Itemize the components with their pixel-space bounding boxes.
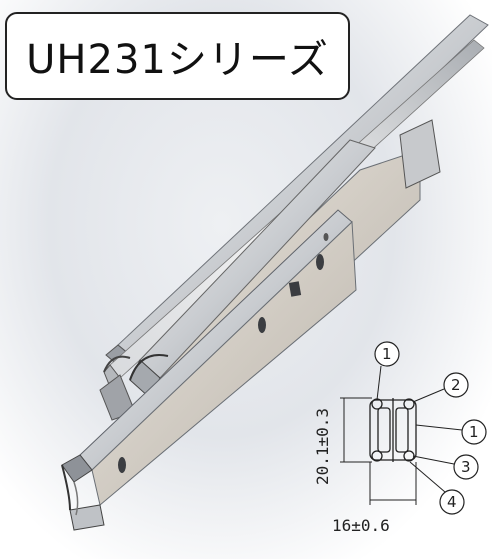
svg-text:3: 3 [461,458,471,476]
callout-4: 4 [409,461,465,515]
callout-2: 2 [412,372,469,403]
callout-1-right: 1 [415,419,487,445]
series-title: UH231シリーズ [26,37,329,83]
svg-text:4: 4 [447,493,457,511]
title-box: UH231シリーズ [5,12,350,100]
width-dimension-label: 16±0.6 [332,516,390,535]
cross-section-drawing: 20.1±0.3 16±0.6 1 2 1 3 [313,341,487,535]
callout-3: 3 [412,454,479,480]
height-dimension-lines [340,397,372,463]
svg-text:1: 1 [469,423,479,441]
svg-text:1: 1 [382,345,392,363]
inner-rail [61,209,357,531]
height-dimension-label: 20.1±0.3 [313,408,332,485]
callout-1-top: 1 [374,341,400,401]
svg-text:2: 2 [451,376,461,394]
width-dimension-lines [369,462,417,505]
rail-profile [369,398,417,462]
